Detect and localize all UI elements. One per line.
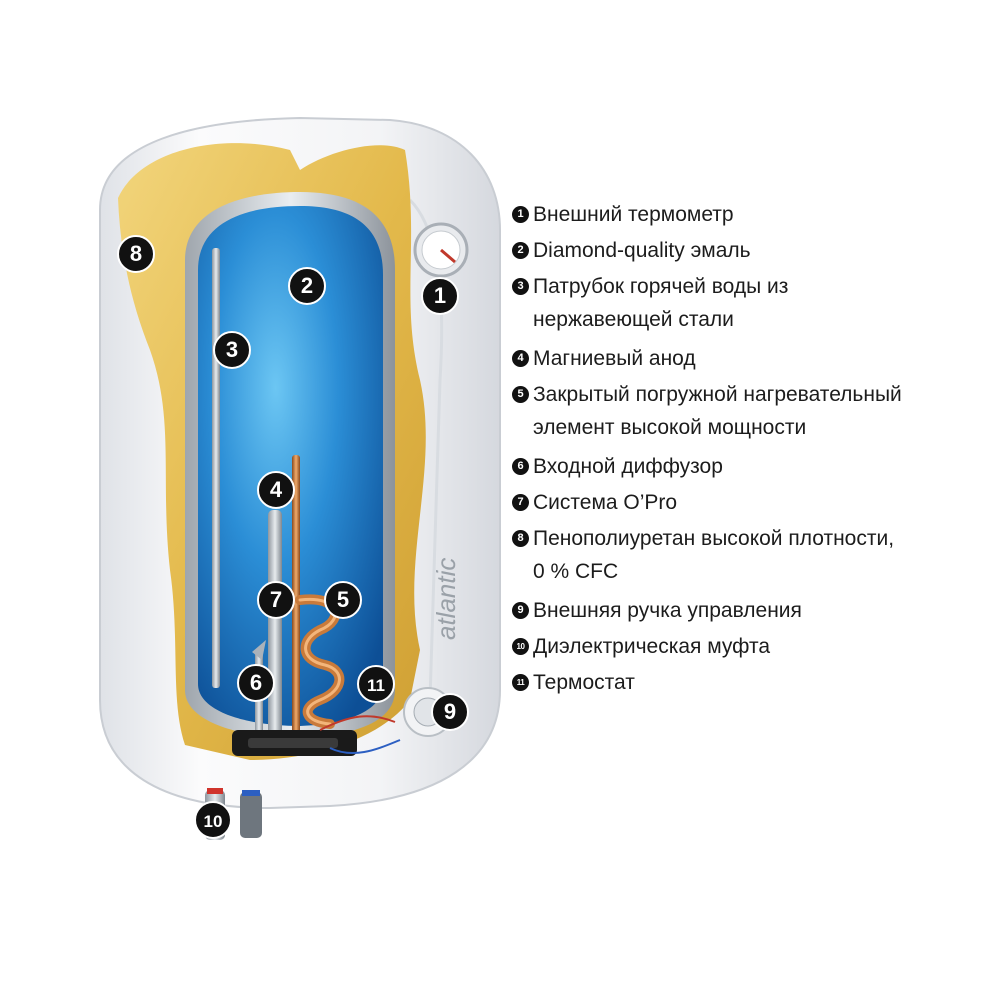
legend-label: Внешняя ручка управления [533, 599, 802, 622]
legend-number-badge: 4 [512, 350, 529, 367]
legend-label: Диэлектрическая муфта [533, 635, 771, 658]
callout-number: 7 [270, 587, 282, 612]
callout-2: 2 [288, 267, 326, 305]
callout-10: 10 [194, 801, 232, 839]
legend-number-badge: 3 [512, 278, 529, 295]
callout-number: 2 [301, 273, 313, 298]
legend-number-badge: 6 [512, 458, 529, 475]
legend-number-badge: 8 [512, 530, 529, 547]
legend-number-badge: 7 [512, 494, 529, 511]
callout-7: 7 [257, 581, 295, 619]
legend-number-badge: 5 [512, 386, 529, 403]
legend-label: Термостат [533, 671, 635, 694]
callout-circle [194, 801, 232, 839]
callout-8: 8 [117, 235, 155, 273]
callout-circle [357, 665, 395, 703]
legend-label: Патрубок горячей воды из нержавеющей ста… [533, 275, 789, 331]
callout-11: 11 [357, 665, 395, 703]
callout-circle [431, 693, 469, 731]
legend-label: Diamond-quality эмаль [533, 239, 751, 262]
callout-1: 1 [421, 277, 459, 315]
callout-number: 4 [270, 477, 283, 502]
legend-label: Магниевый анод [533, 347, 696, 370]
callout-number: 10 [204, 812, 223, 831]
legend-number-badge: 10 [512, 638, 529, 655]
legend-label: Внешний термометр [533, 203, 734, 226]
callout-circle [257, 471, 295, 509]
legend-number-badge: 1 [512, 206, 529, 223]
callout-circle [213, 331, 251, 369]
flange-base [232, 715, 401, 756]
callout-circle [237, 664, 275, 702]
legend-number-badge: 11 [512, 674, 529, 691]
callout-number: 3 [226, 337, 238, 362]
callout-number: 1 [434, 283, 446, 308]
brand-logo: atlantic [431, 558, 461, 640]
hot-water-outlet-pipe [212, 248, 220, 688]
legend-number-badge: 2 [512, 242, 529, 259]
callout-number: 5 [337, 587, 349, 612]
callout-6: 6 [237, 664, 275, 702]
callout-3: 3 [213, 331, 251, 369]
legend-number-badge: 9 [512, 602, 529, 619]
callout-circle [324, 581, 362, 619]
external-thermometer [413, 222, 469, 278]
callout-number: 8 [130, 241, 142, 266]
callout-4: 4 [257, 471, 295, 509]
callout-circle [257, 581, 295, 619]
callout-9: 9 [431, 693, 469, 731]
legend-label: Пенополиуретан высокой плотности, 0 % CF… [533, 527, 895, 583]
callout-markers: 1 2 3 4 5 6 7 8 9 10 11 [117, 235, 469, 839]
legend-label: Система O’Pro [533, 491, 678, 514]
callout-circle [288, 267, 326, 305]
callout-circle [117, 235, 155, 273]
callout-5: 5 [324, 581, 362, 619]
legend-label: Закрытый погружной нагревательный элемен… [533, 383, 902, 439]
callout-circle [421, 277, 459, 315]
callout-number: 6 [250, 670, 262, 695]
callout-number: 11 [367, 676, 385, 695]
magnesium-anode [268, 510, 282, 740]
callout-number: 9 [444, 699, 456, 724]
legend-label: Входной диффузор [533, 455, 723, 478]
